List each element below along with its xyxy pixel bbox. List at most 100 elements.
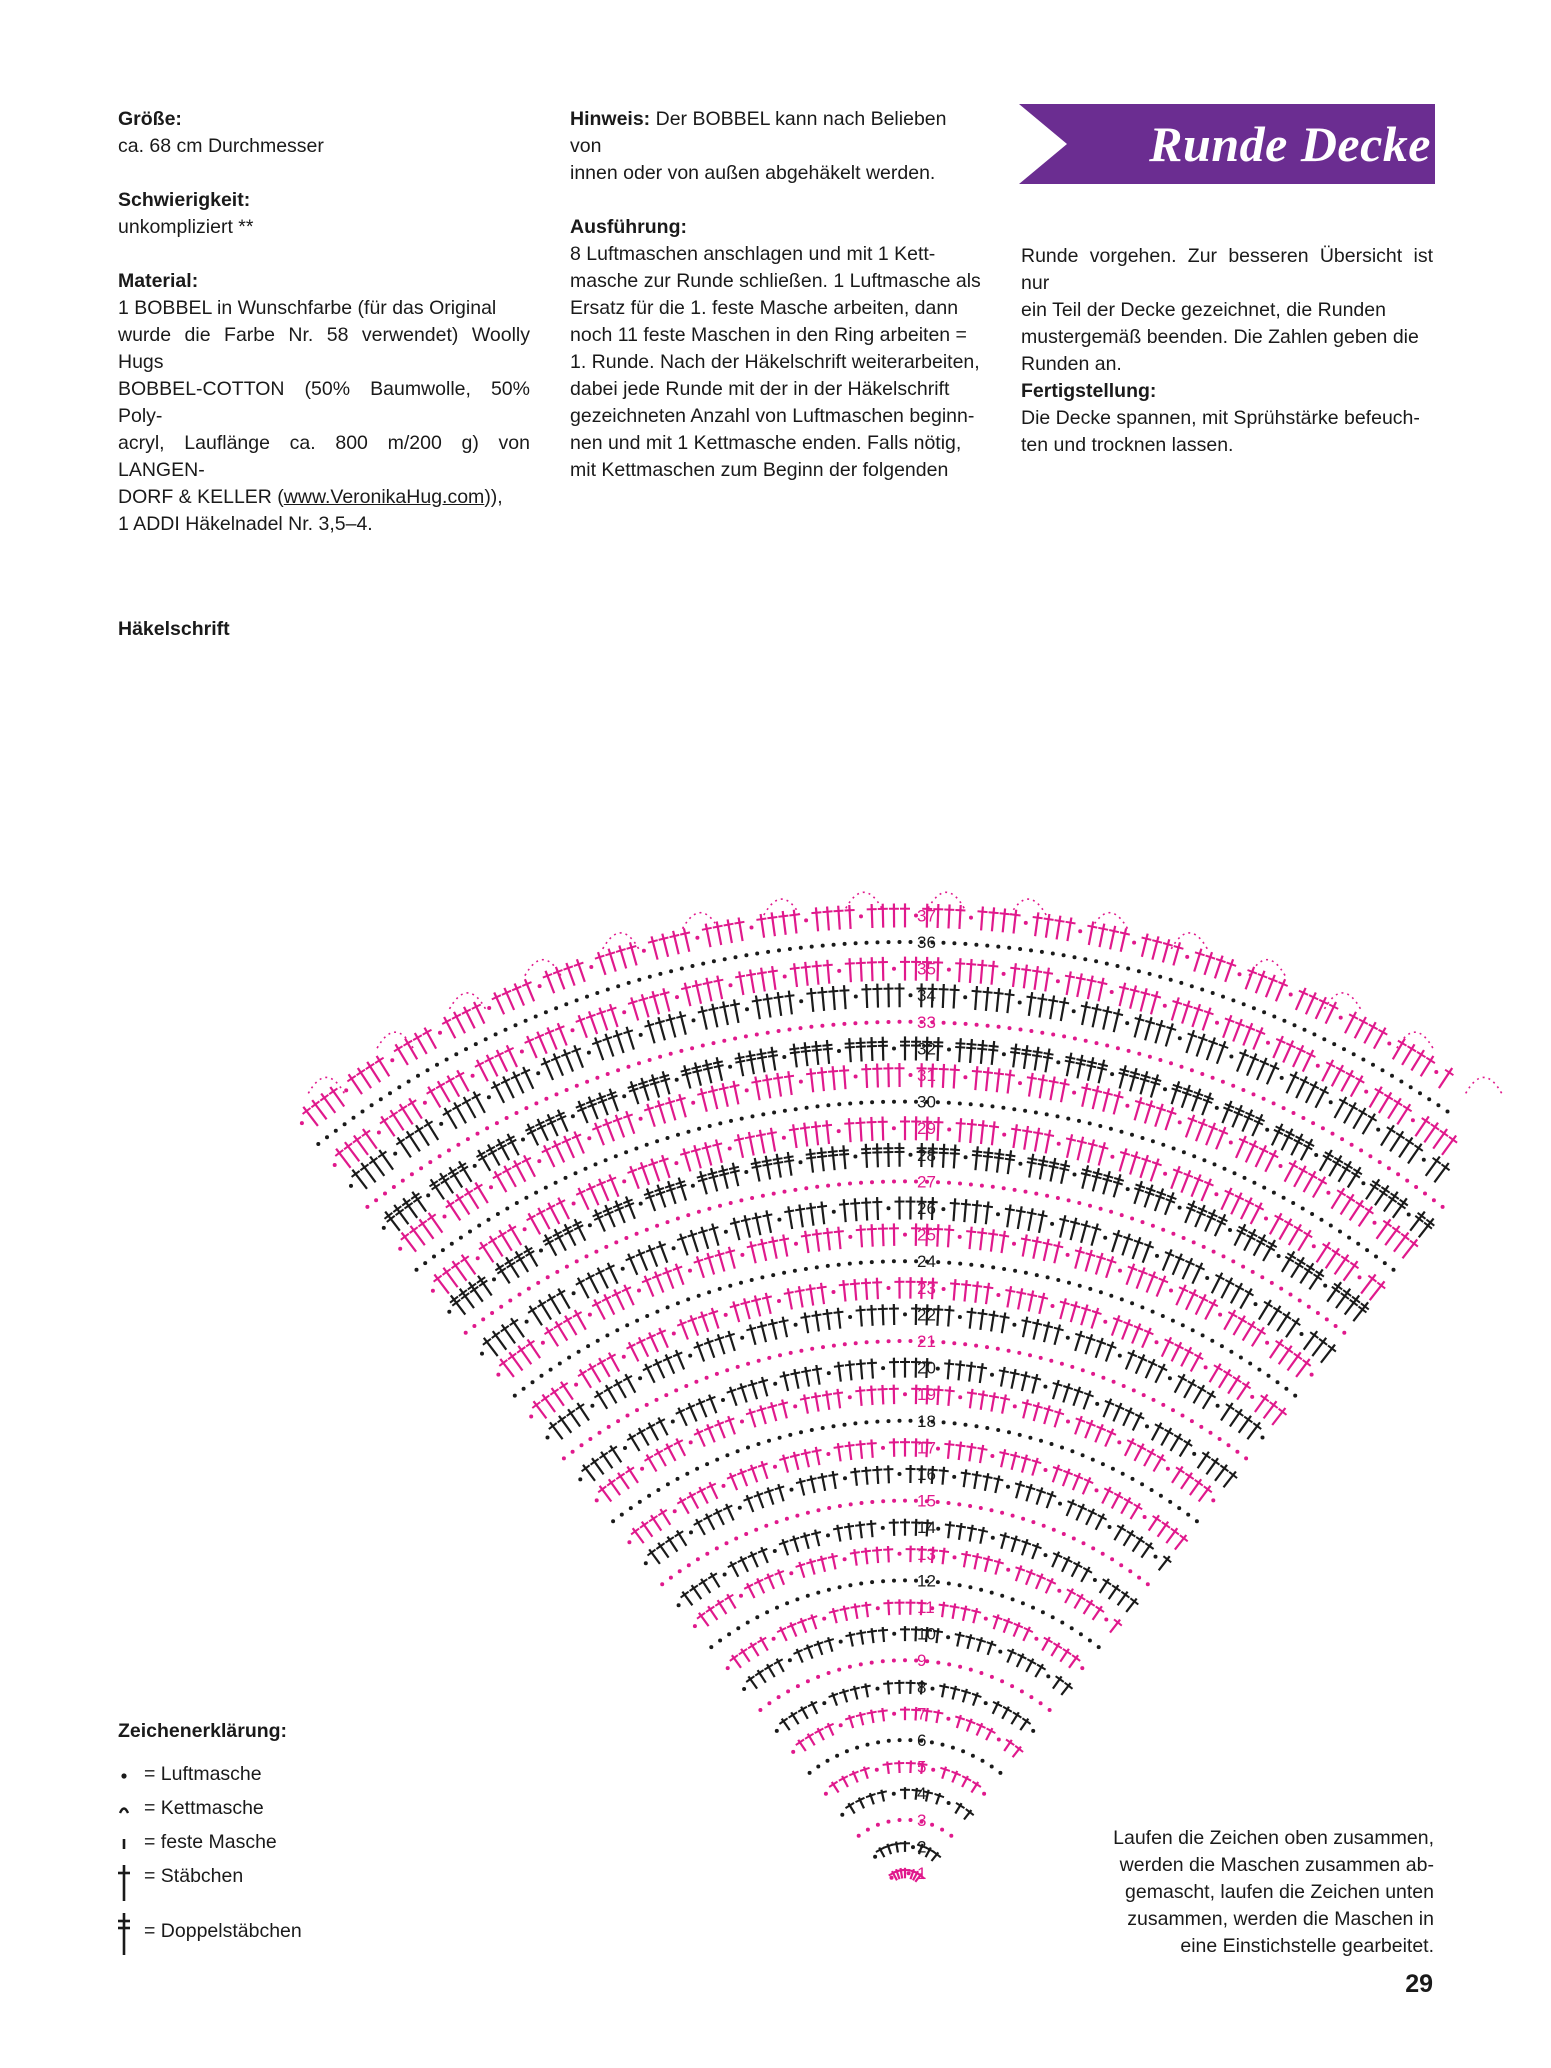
bar-icon [122, 1839, 126, 1849]
page-number: 29 [1405, 1970, 1433, 1998]
round-number: 36 [917, 933, 936, 952]
note-line: gemascht, laufen die Zeichen unten [1125, 1881, 1434, 1903]
ausfuehrung-line: masche zur Runde schließen. 1 Luftmasche… [570, 270, 981, 292]
round-number: 7 [917, 1704, 926, 1723]
crochet-chart: 1234567891011121314151617181920212223242… [299, 891, 1503, 1883]
round-number: 33 [917, 1013, 936, 1032]
legend-text: = Stäbchen [144, 1865, 244, 1887]
material-line: wurde die Farbe Nr. 58 verwendet) Woolly… [118, 324, 530, 373]
round-number: 6 [917, 1731, 926, 1750]
round-number: 10 [917, 1625, 936, 1644]
ausfuehrung-line: noch 11 feste Maschen in den Ring arbeit… [570, 324, 967, 346]
ausfuehrung-label: Ausführung: [570, 216, 687, 238]
hinweis-text: Der BOBBEL kann nach Belieben von [570, 108, 947, 157]
chart-label: Häkelschrift [118, 618, 230, 640]
round-number: 14 [917, 1518, 936, 1537]
ausfuehrung-line: Ersatz für die 1. feste Masche arbeiten,… [570, 297, 959, 319]
ausfuehrung-line: nen und mit 1 Kettmasche enden. Falls nö… [570, 432, 962, 454]
round-number: 28 [917, 1146, 936, 1165]
ausfuehrung-cont-line: Runden an. [1021, 353, 1122, 375]
round-labels: 1234567891011121314151617181920212223242… [917, 906, 936, 1883]
round-number: 32 [917, 1039, 936, 1058]
hinweis-label: Hinweis: [570, 108, 651, 130]
material-line: 1 ADDI Häkelnadel Nr. 3,5–4. [118, 513, 373, 535]
hinweis-line: Hinweis: Der BOBBEL kann nach Belieben v… [570, 106, 982, 160]
legend-text: = Doppelstäbchen [144, 1920, 302, 1942]
ausfuehrung-line: gezeichneten Anzahl von Luftmaschen begi… [570, 405, 975, 427]
chart-note: Laufen die Zeichen oben zusammen, werden… [1014, 1825, 1434, 1960]
legend: Zeichenerklärung: = Luftmasche = Kettmas… [118, 1720, 302, 1957]
material-line: 1 BOBBEL in Wunschfarbe (für das Origina… [118, 297, 497, 319]
round-number: 25 [917, 1226, 936, 1245]
round-number: 5 [917, 1758, 926, 1777]
round-number: 12 [917, 1571, 936, 1590]
cross-icon [118, 1865, 130, 1901]
round-number: 29 [917, 1119, 936, 1138]
ausfuehrung-cont-line: Runde vorgehen. Zur besseren Übersicht i… [1021, 245, 1433, 294]
legend-item: = Kettmasche [118, 1791, 287, 1825]
material-line: DORF & KELLER (www.VeronikaHug.com)), [118, 484, 530, 511]
material-label: Material: [118, 270, 199, 292]
ausfuehrung-line: 8 Luftmaschen anschlagen und mit 1 Kett- [570, 243, 936, 265]
fertigstellung-label: Fertigstellung: [1021, 380, 1157, 402]
round-number: 24 [917, 1252, 936, 1271]
round-number: 37 [917, 906, 936, 925]
fertigstellung-block: Fertigstellung: Die Decke spannen, mit S… [1021, 378, 1433, 459]
groesse-value: ca. 68 cm Durchmesser [118, 135, 324, 157]
arc-icon [118, 1807, 130, 1814]
fertigstellung-line: Die Decke spannen, mit Sprühstärke befeu… [1021, 407, 1420, 429]
double-cross-icon [118, 1913, 130, 1955]
ausfuehrung-cont-line: ein Teil der Decke gezeichnet, die Runde… [1021, 299, 1386, 321]
round-number: 20 [917, 1359, 936, 1378]
hinweis-line: innen oder von außen abgehäkelt werden. [570, 162, 936, 184]
round-number: 27 [917, 1172, 936, 1191]
chart-stitches [299, 891, 1503, 1883]
round-number: 17 [917, 1438, 936, 1457]
column-3: Runde vorgehen. Zur besseren Übersicht i… [1021, 243, 1433, 378]
round-number: 34 [917, 986, 936, 1005]
dot-icon [121, 1773, 127, 1779]
legend-text: = Kettmasche [144, 1797, 264, 1819]
legend-title: Zeichenerklärung: [118, 1720, 288, 1742]
schwierigkeit-value: unkompliziert ** [118, 216, 254, 238]
page-title: Runde Decke [1149, 116, 1431, 172]
round-number: 13 [917, 1545, 936, 1564]
round-number: 1 [917, 1864, 926, 1883]
round-number: 16 [917, 1465, 936, 1484]
note-line: eine Einstichstelle gearbeitet. [1180, 1935, 1434, 1957]
material-text: DORF & KELLER ( [118, 486, 284, 508]
round-number: 30 [917, 1093, 936, 1112]
column-1: Größe: ca. 68 cm Durchmesser Schwierigke… [118, 106, 530, 538]
round-number: 8 [917, 1678, 926, 1697]
title-banner: Runde Decke [1019, 104, 1435, 184]
material-line: BOBBEL-COTTON (50% Baumwolle, 50% Poly- [118, 378, 530, 427]
legend-item: = Luftmasche [118, 1757, 287, 1791]
round-number: 19 [917, 1385, 936, 1404]
groesse-label: Größe: [118, 108, 182, 130]
material-text: )), [484, 486, 503, 508]
round-number: 35 [917, 960, 936, 979]
website-link[interactable]: www.VeronikaHug.com [283, 486, 485, 508]
round-number: 26 [917, 1199, 936, 1218]
ausfuehrung-cont-line: mustergemäß beenden. Die Zahlen geben di… [1021, 326, 1419, 348]
round-number: 9 [917, 1651, 926, 1670]
ausfuehrung-line: dabei jede Runde mit der in der Häkelsch… [570, 378, 950, 400]
round-number: 22 [917, 1305, 936, 1324]
round-number: 21 [917, 1332, 936, 1351]
schwierigkeit-label: Schwierigkeit: [118, 189, 251, 211]
round-number: 3 [917, 1811, 926, 1830]
legend-text: = feste Masche [144, 1831, 277, 1853]
ausfuehrung-line: 1. Runde. Nach der Häkelschrift weiterar… [570, 351, 980, 373]
round-number: 23 [917, 1279, 936, 1298]
note-line: Laufen die Zeichen oben zusammen, [1113, 1827, 1434, 1849]
round-number: 4 [917, 1784, 926, 1803]
banner-shape [1019, 104, 1435, 184]
note-line: werden die Maschen zusammen ab- [1119, 1854, 1434, 1876]
round-number: 2 [917, 1837, 926, 1856]
legend-item: = Doppelstäbchen [118, 1905, 302, 1957]
fertigstellung-line: ten und trocknen lassen. [1021, 434, 1234, 456]
round-number: 31 [917, 1066, 936, 1085]
round-number: 11 [917, 1598, 935, 1617]
material-line: acryl, Lauflänge ca. 800 m/200 g) von LA… [118, 432, 530, 481]
legend-text: = Luftmasche [144, 1763, 262, 1785]
